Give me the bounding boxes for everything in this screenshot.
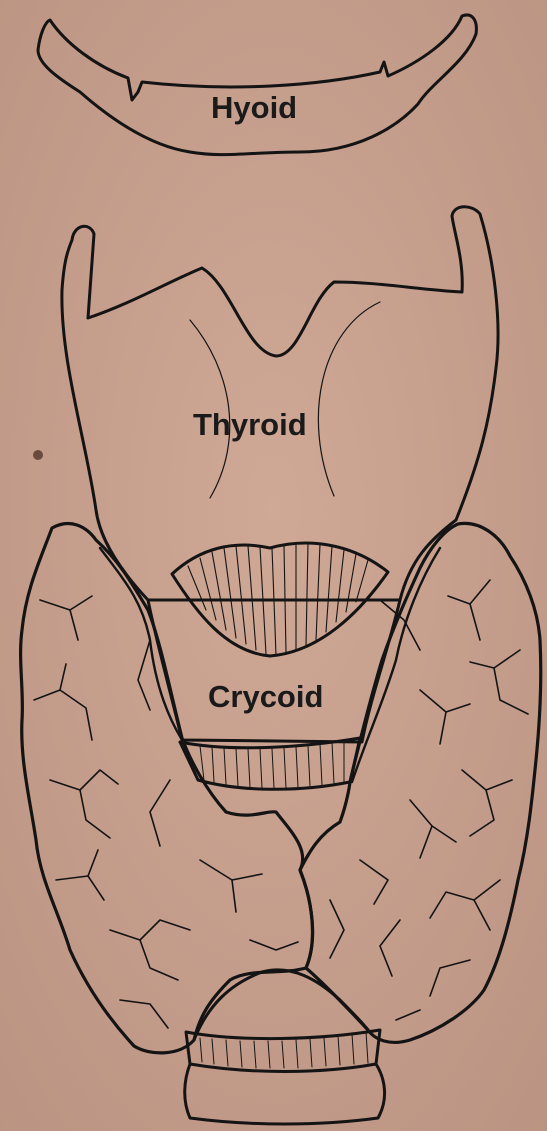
skin-mark — [33, 450, 43, 460]
label-hyoid: Hyoid — [211, 92, 297, 123]
label-thyroid: Thyroid — [193, 409, 307, 440]
label-crycoid: Crycoid — [208, 681, 323, 712]
